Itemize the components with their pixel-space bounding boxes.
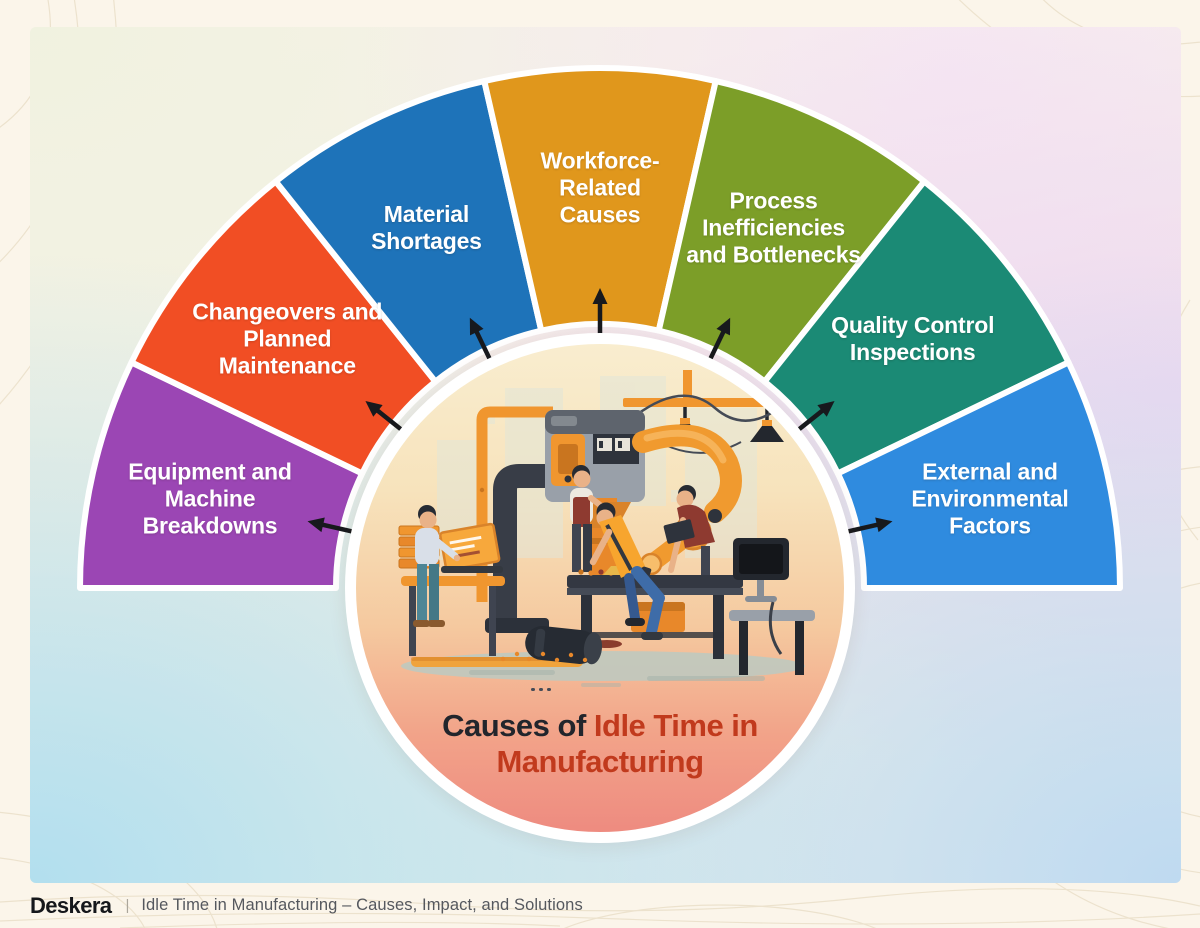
worker-apron: [570, 465, 612, 572]
title-highlight: Idle Time in: [593, 708, 758, 743]
worker-bending: [589, 502, 665, 640]
infographic-title: Causes of Idle Time in Manufacturing: [356, 708, 844, 780]
worker-leaning: [663, 485, 715, 578]
brand-logo: Deskera: [30, 892, 112, 918]
floor-debris: [500, 651, 588, 663]
factory-illustration: [398, 370, 815, 691]
footer: Deskera | Idle Time in Manufacturing – C…: [30, 883, 1170, 928]
desk-station: [398, 522, 505, 656]
footer-tagline: Idle Time in Manufacturing – Causes, Imp…: [141, 896, 583, 914]
title-prefix: Causes of: [442, 708, 594, 743]
worker-desk: [413, 505, 461, 627]
center-circle: Causes of Idle Time in Manufacturing: [345, 333, 855, 843]
floor-marks: [531, 688, 551, 691]
title-line2: Manufacturing: [496, 744, 704, 779]
monitor-station: [729, 538, 815, 675]
footer-separator: |: [125, 897, 130, 914]
